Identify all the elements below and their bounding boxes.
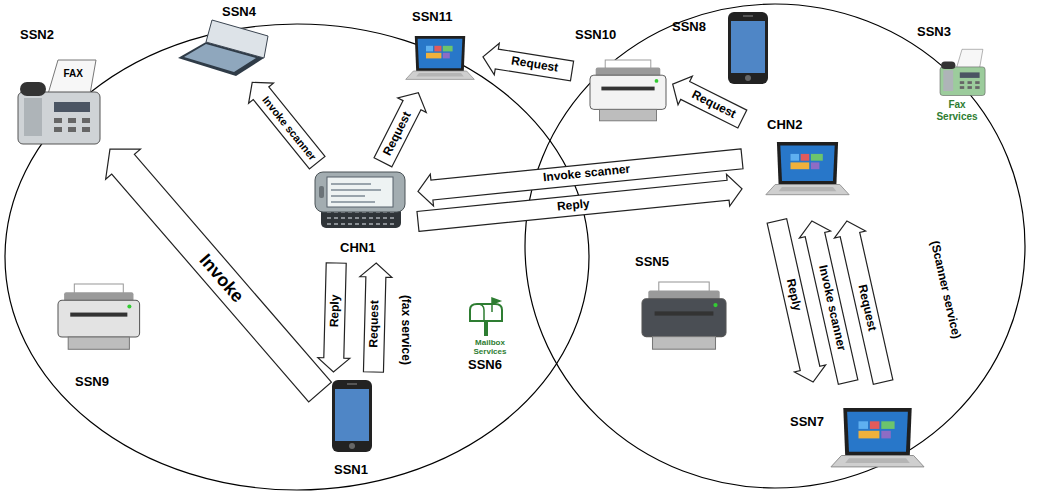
scanner-icon <box>178 20 268 76</box>
arrow-label: Reply <box>556 197 590 214</box>
mailbox-icon-part <box>484 320 488 336</box>
block-arrow <box>106 149 332 402</box>
device-label: SSN3 <box>917 25 951 40</box>
mailbox-node: Mailbox ServicesSSN6 <box>450 298 530 380</box>
mailbox-icon <box>470 298 502 336</box>
arrow-label: Reply <box>328 294 343 327</box>
scanner-node: SSN4 <box>170 5 270 80</box>
printer-node: SSN10 <box>575 28 670 130</box>
block-arrow <box>360 263 392 372</box>
fax-paper-text: FAX <box>64 68 83 80</box>
device-label: SSN5 <box>635 255 669 270</box>
laptop-node: SSN11 <box>400 10 480 90</box>
arrow-label: Request <box>510 54 559 75</box>
block-arrow <box>417 174 742 231</box>
phone-node: SSN1 <box>322 375 382 483</box>
arrow-label: Invoke scanner <box>543 163 631 185</box>
printer-icon <box>58 284 140 349</box>
smartphone-icon <box>728 12 768 84</box>
arrow-label: Invoke scanner <box>259 94 318 163</box>
fax-service-node: SSN3Fax Services <box>905 25 1005 125</box>
service-caption: Mailbox Services <box>460 338 520 356</box>
phone-node: CHN1 <box>300 165 415 260</box>
device-label: CHN1 <box>340 241 375 256</box>
left-network-circle <box>5 24 589 490</box>
slider-phone-icon-part <box>315 172 405 212</box>
arrow-label: Invoke scanner <box>815 264 848 352</box>
arrow-label: Reply <box>783 277 804 312</box>
printer-node: SSN5 <box>625 255 735 350</box>
block-arrow <box>483 43 574 81</box>
device-label: SSN4 <box>222 5 256 20</box>
device-label: SSN10 <box>575 28 616 43</box>
mailbox-icon-part <box>470 304 502 321</box>
arrow-label: Request <box>381 109 415 157</box>
device-label: SSN2 <box>20 28 54 43</box>
block-arrow <box>673 76 747 128</box>
scanner-icon-part <box>206 20 268 58</box>
arrow-label: Invoke <box>195 250 248 307</box>
slider-phone-icon-part <box>331 184 381 202</box>
device-label: SSN6 <box>468 358 502 373</box>
printer-icon <box>642 282 726 349</box>
arrow-label: Request <box>690 88 739 122</box>
device-label: SSN7 <box>790 415 824 430</box>
laptop-icon <box>406 36 475 79</box>
block-arrow <box>374 93 426 167</box>
service-note: (Scanner service) <box>927 240 963 341</box>
laptop-icon <box>766 142 849 195</box>
service-note: (fax service) <box>398 295 412 365</box>
device-label: SSN1 <box>334 463 368 478</box>
device-label: SSN8 <box>672 20 706 35</box>
mailbox-icon-part <box>477 304 484 321</box>
slider-phone-icon-part <box>327 177 393 207</box>
slider-phone-icon <box>315 172 405 228</box>
block-arrow <box>834 221 893 384</box>
laptop-icon <box>831 408 924 467</box>
arrow-label: Request <box>367 301 382 349</box>
service-caption: Fax Services <box>927 99 987 122</box>
device-label: SSN11 <box>412 10 452 25</box>
phone-node: SSN8 <box>668 8 776 88</box>
laptop-node: CHN2 <box>745 118 855 218</box>
device-label: CHN2 <box>767 118 802 133</box>
device-label: SSN9 <box>75 375 109 390</box>
smartphone-icon <box>332 380 372 452</box>
printer-node: SSN9 <box>50 275 150 397</box>
printer-icon <box>590 60 666 121</box>
block-arrow <box>318 263 350 372</box>
arrow-label: Request <box>855 284 879 333</box>
laptop-node: SSN7 <box>790 385 930 485</box>
block-arrow <box>249 82 325 169</box>
mailbox-icon-part <box>492 298 500 312</box>
fax-icon <box>18 60 100 144</box>
slider-phone-icon-part <box>327 212 395 224</box>
fax-service-icon <box>940 49 985 95</box>
slider-phone-icon-part <box>319 186 324 198</box>
fax-node: SSN2 <box>8 28 108 150</box>
right-network-circle <box>525 4 1025 488</box>
